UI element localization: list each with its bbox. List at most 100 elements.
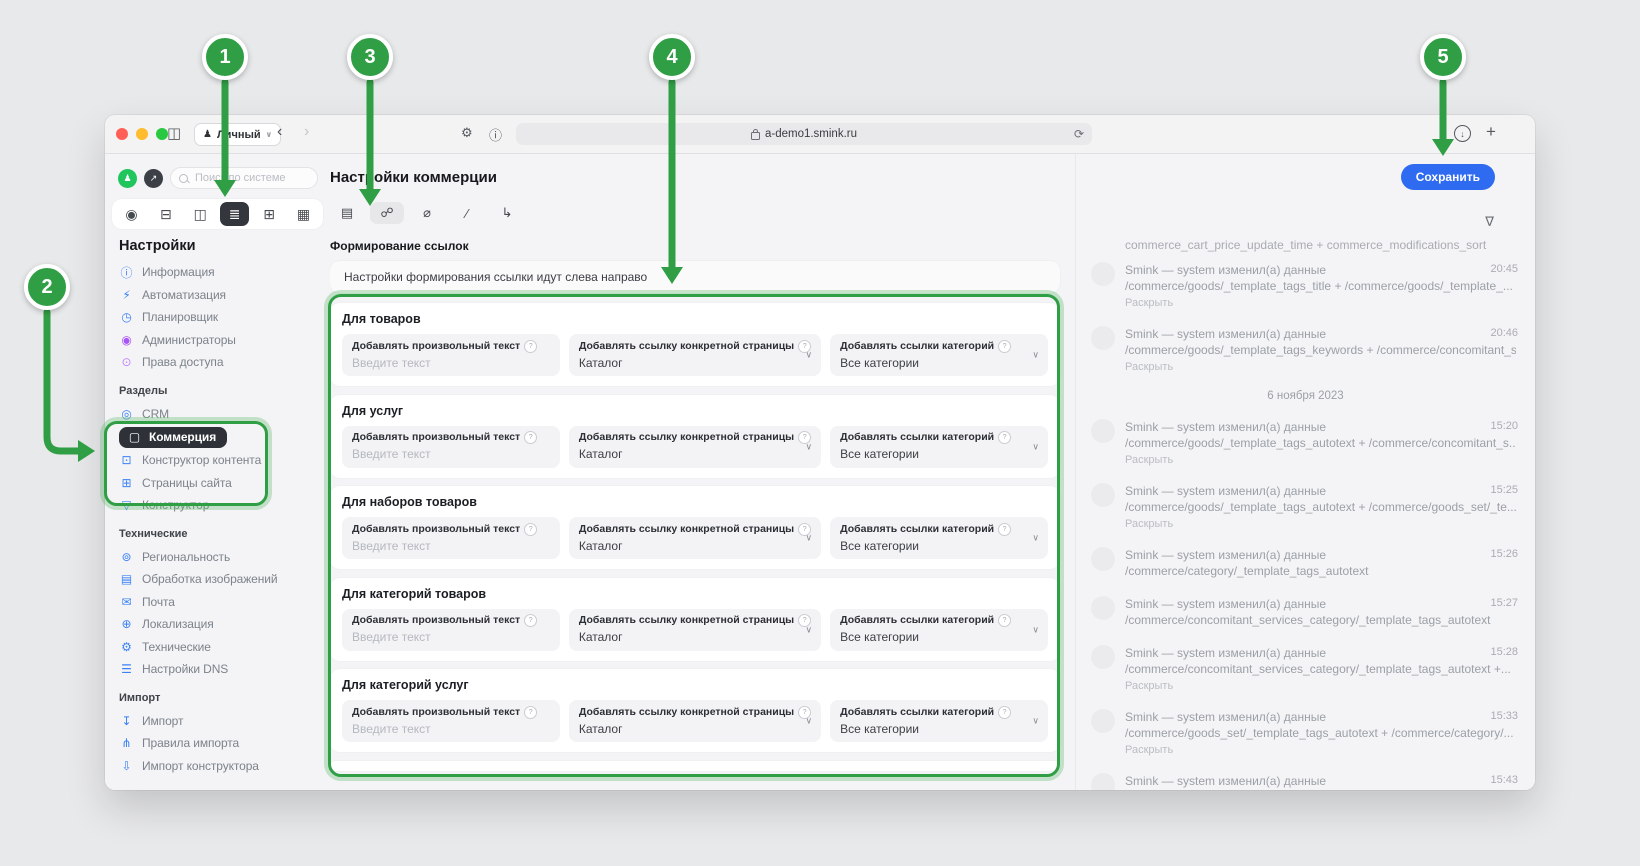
custom-text-field[interactable]: Добавлять произвольный текст?Введите тек… bbox=[342, 425, 560, 468]
help-icon[interactable]: ? bbox=[524, 339, 538, 353]
custom-text-field[interactable]: Добавлять произвольный текст?Введите тек… bbox=[342, 334, 560, 376]
link-tool-icon[interactable]: ☍ bbox=[370, 202, 404, 224]
help-icon[interactable]: ? bbox=[524, 705, 538, 719]
activity-log-panel: ∇ commerce_cart_price_update_time + comm… bbox=[1075, 154, 1535, 790]
expand-link[interactable]: Раскрыть bbox=[1125, 454, 1174, 466]
search-input[interactable] bbox=[193, 171, 309, 185]
page-link-select[interactable]: Добавлять ссылку конкретной страницы?Кат… bbox=[568, 517, 822, 559]
address-bar[interactable]: a-demo1.smink.ru ⟳ bbox=[516, 123, 1092, 145]
field-value: Каталог bbox=[578, 630, 623, 644]
field-label: Добавлять ссылки категорий bbox=[840, 431, 995, 443]
custom-text-field[interactable]: Добавлять произвольный текст?Введите тек… bbox=[342, 517, 560, 559]
log-entry-time: 15:27 bbox=[1490, 597, 1518, 609]
custom-text-field[interactable]: Добавлять произвольный текст?Введите тек… bbox=[342, 608, 560, 651]
user-avatar[interactable]: ♟ bbox=[118, 168, 137, 188]
sliders-tab-icon[interactable]: ≣ bbox=[220, 202, 250, 226]
help-icon[interactable]: ? bbox=[798, 614, 812, 627]
help-icon[interactable]: ? bbox=[524, 614, 538, 627]
downloads-icon[interactable]: ↓ bbox=[1454, 125, 1471, 142]
slash-tool-icon[interactable]: ∕ bbox=[465, 205, 469, 221]
sidebar-item[interactable]: ◷Планировщик bbox=[119, 306, 320, 329]
custom-text-field[interactable]: Добавлять произвольный текст?Введите тек… bbox=[342, 700, 560, 742]
category-links-select[interactable]: Добавлять ссылки категорий?Все категории… bbox=[830, 700, 1048, 742]
sidebar-item[interactable]: ◎CRM bbox=[119, 403, 320, 426]
help-icon[interactable]: ? bbox=[998, 339, 1012, 353]
help-icon[interactable]: ? bbox=[998, 522, 1012, 536]
nav-group-heading: Настройки bbox=[119, 238, 196, 254]
section-title: Для категорий товаров bbox=[342, 586, 487, 601]
brush-tab-icon[interactable]: ▦ bbox=[296, 205, 311, 222]
help-icon[interactable]: ? bbox=[798, 522, 812, 536]
page-link-select[interactable]: Добавлять ссылку конкретной страницы?Кат… bbox=[568, 425, 822, 468]
sidebar-item[interactable]: ⊚Региональность bbox=[119, 546, 320, 569]
expand-link[interactable]: Раскрыть bbox=[1125, 518, 1174, 530]
help-icon[interactable]: ? bbox=[998, 431, 1012, 444]
support-tab-icon[interactable]: ◉ bbox=[125, 205, 138, 222]
sidebar-item[interactable]: ⚙Технические bbox=[119, 636, 320, 659]
document-tool-icon[interactable]: ▤ bbox=[340, 205, 354, 220]
help-icon[interactable]: ? bbox=[998, 705, 1012, 719]
forward-button[interactable]: › bbox=[304, 123, 310, 140]
chevron-down-icon: ∨ bbox=[1032, 532, 1039, 543]
elbow-arrow-tool-icon[interactable]: ↳ bbox=[501, 205, 513, 220]
save-button[interactable]: Сохранить bbox=[1400, 164, 1495, 190]
help-icon[interactable]: ? bbox=[798, 431, 812, 444]
display-tab-icon[interactable]: ⊟ bbox=[160, 205, 172, 222]
field-label: Добавлять ссылку конкретной страницы bbox=[578, 614, 795, 626]
book-tab-icon[interactable]: ◫ bbox=[193, 205, 207, 222]
category-links-select[interactable]: Добавлять ссылки категорий?Все категории… bbox=[830, 334, 1048, 376]
log-avatar bbox=[1091, 419, 1115, 443]
sidebar-item[interactable]: ⋔Правила импорта bbox=[119, 732, 320, 755]
category-links-select[interactable]: Добавлять ссылки категорий?Все категории… bbox=[830, 608, 1048, 651]
reload-icon[interactable]: ⟳ bbox=[1073, 127, 1084, 141]
category-links-select[interactable]: Добавлять ссылки категорий?Все категории… bbox=[830, 517, 1048, 559]
sidebar-item-label: Импорт конструктора bbox=[142, 758, 259, 773]
profile-switcher[interactable]: ♟ Личный ∨ bbox=[194, 123, 282, 146]
search-box[interactable] bbox=[170, 167, 318, 189]
sidebar-item[interactable]: ▢Коммерция bbox=[119, 425, 320, 449]
category-links-select[interactable]: Добавлять ссылки категорий?Все категории… bbox=[830, 425, 1048, 468]
sidebar-item[interactable]: ⚡Автоматизация bbox=[119, 284, 320, 307]
help-icon[interactable]: ? bbox=[798, 339, 812, 353]
info-icon[interactable]: ⓘ bbox=[489, 128, 503, 143]
sidebar-item[interactable]: ▤Обработка изображений bbox=[119, 568, 320, 591]
sidebar-item[interactable]: ⊡Конструктор контента bbox=[119, 449, 320, 472]
gear-icon[interactable]: ⚙ bbox=[461, 125, 473, 140]
page-link-select[interactable]: Добавлять ссылку конкретной страницы? Кат… bbox=[568, 608, 822, 651]
add-tab-icon[interactable]: ⊞ bbox=[263, 205, 275, 222]
log-avatar bbox=[1091, 773, 1115, 790]
zoom-window-button[interactable] bbox=[156, 128, 168, 140]
help-icon[interactable]: ? bbox=[998, 614, 1012, 627]
dns-icon: ☰ bbox=[121, 662, 132, 677]
sidebar-item[interactable]: ⇩Импорт конструктора bbox=[119, 755, 320, 778]
sidebar-item[interactable]: ⊙Права доступа bbox=[119, 351, 320, 374]
field-label: Добавлять ссылку конкретной страницы bbox=[578, 339, 795, 352]
help-icon[interactable]: ? bbox=[524, 431, 538, 444]
back-button[interactable]: ‹ bbox=[277, 123, 283, 140]
filter-icon[interactable]: ∇ bbox=[1485, 214, 1494, 229]
log-entry-path: /commerce/goods_set/_template_tags_autot… bbox=[1125, 726, 1514, 740]
sidebar-item[interactable]: ✉Почта bbox=[119, 591, 320, 614]
sidebar-item[interactable]: ↧Импорт bbox=[119, 710, 320, 733]
page-link-select[interactable]: Добавлять ссылку конкретной страницы?Кат… bbox=[568, 334, 822, 376]
sidebar-item[interactable]: ⊞Страницы сайта bbox=[119, 472, 320, 495]
new-tab-icon[interactable]: + bbox=[1486, 122, 1496, 141]
sidebar-toggle-icon[interactable]: ◫ bbox=[167, 125, 182, 142]
expand-link[interactable]: Раскрыть bbox=[1125, 680, 1174, 692]
help-icon[interactable]: ? bbox=[798, 705, 812, 719]
help-icon[interactable]: ? bbox=[524, 522, 538, 536]
minimize-window-button[interactable] bbox=[136, 128, 148, 140]
sidebar-item[interactable]: ◉Администраторы bbox=[119, 329, 320, 352]
sidebar-item[interactable]: ▽Конструктор bbox=[119, 494, 320, 517]
close-window-button[interactable] bbox=[116, 128, 128, 140]
tag-tool-icon[interactable]: ⌀ bbox=[423, 205, 431, 220]
sidebar-item[interactable]: ⊕Локализация bbox=[119, 613, 320, 636]
page-link-select[interactable]: Добавлять ссылку конкретной страницы?Кат… bbox=[568, 700, 822, 742]
external-link-icon[interactable]: ↗ bbox=[144, 168, 163, 188]
expand-link[interactable]: Раскрыть bbox=[1125, 361, 1174, 373]
expand-link[interactable]: Раскрыть bbox=[1125, 297, 1174, 309]
sidebar-item[interactable]: ☰Настройки DNS bbox=[119, 658, 320, 681]
expand-link[interactable]: Раскрыть bbox=[1125, 744, 1174, 756]
